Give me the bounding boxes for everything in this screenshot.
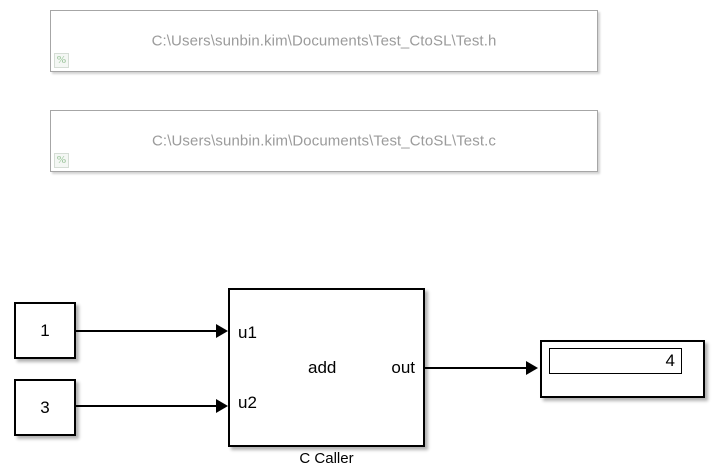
constant-block-3[interactable]: 3 <box>14 379 76 436</box>
display-value: 4 <box>665 351 675 370</box>
c-caller-function-label: add <box>308 358 337 377</box>
annotation-block-header-file[interactable]: C:\Users\sunbin.kim\Documents\Test_CtoSL… <box>50 10 598 72</box>
display-block[interactable]: 4 <box>540 340 705 398</box>
signal-line-out-to-display[interactable] <box>425 367 532 369</box>
c-caller-port-u1: u1 <box>238 323 257 342</box>
c-caller-block-caption: C Caller <box>299 450 354 467</box>
c-caller-block[interactable]: u1 u2 add out <box>228 288 425 447</box>
annotation-text-header-file: C:\Users\sunbin.kim\Documents\Test_CtoSL… <box>151 32 497 50</box>
annotation-block-source-file[interactable]: C:\Users\sunbin.kim\Documents\Test_CtoSL… <box>50 110 598 172</box>
signal-line-const3-to-u2[interactable] <box>76 405 222 407</box>
arrowhead-icon <box>216 399 228 413</box>
constant-value-1: 1 <box>40 320 50 340</box>
display-value-box: 4 <box>549 348 682 374</box>
arrowhead-icon <box>216 324 228 338</box>
c-caller-port-u2: u2 <box>238 393 257 412</box>
arrowhead-icon <box>526 361 538 375</box>
percent-icon: % <box>54 153 69 168</box>
constant-block-1[interactable]: 1 <box>14 302 76 359</box>
percent-icon: % <box>54 53 69 68</box>
signal-line-const1-to-u1[interactable] <box>76 330 222 332</box>
constant-value-3: 3 <box>40 397 50 417</box>
c-caller-port-out: out <box>391 358 415 377</box>
annotation-text-source-file: C:\Users\sunbin.kim\Documents\Test_CtoSL… <box>152 132 496 150</box>
